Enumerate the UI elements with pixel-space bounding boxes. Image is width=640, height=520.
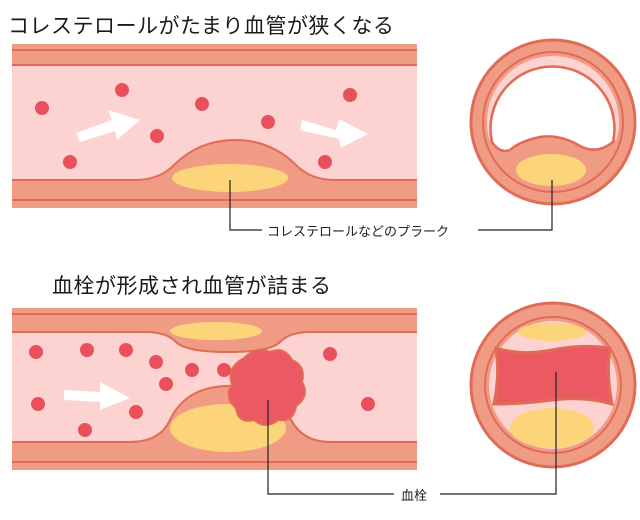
blood-cell [343, 88, 357, 102]
flow-arrow-icon [64, 382, 130, 410]
blood-cell [63, 155, 77, 169]
top-cross-plaque [516, 154, 586, 186]
bottom-cross-section [469, 301, 637, 469]
flow-arrow-icon [300, 119, 368, 148]
blood-cell [361, 397, 375, 411]
top-plaque [172, 164, 288, 192]
blood-cell [195, 97, 209, 111]
top-vessel-upper-wall [12, 44, 417, 66]
blood-cell [31, 397, 45, 411]
flow-arrow-icon [76, 110, 140, 142]
title-narrowing: コレステロールがたまり血管が狭くなる [8, 14, 395, 38]
top-cross-section [469, 38, 637, 206]
blood-cell [115, 83, 129, 97]
blood-cell [35, 101, 49, 115]
blood-cell [159, 377, 173, 391]
blood-cell [119, 343, 133, 357]
blood-cell [217, 363, 231, 377]
blood-cell [150, 129, 164, 143]
blood-cell [80, 343, 94, 357]
top-cross-lumen [489, 65, 616, 153]
blood-clot [227, 349, 306, 426]
blood-cell [149, 355, 163, 369]
bottom-cross-upper-plaque [518, 323, 586, 341]
blood-cell [185, 363, 199, 377]
bottom-cross-lower-plaque [510, 408, 594, 448]
plaque-label: コレステロールなどのプラーク [263, 221, 454, 240]
blood-cell [78, 423, 92, 437]
plaque-leader-lines [229, 180, 553, 231]
bottom-cross-clot [492, 344, 614, 407]
blood-cell [323, 347, 337, 361]
clot-leader-lines [267, 372, 557, 495]
clot-label: 血栓 [397, 485, 432, 504]
top-vessel [12, 44, 417, 208]
bottom-upper-plaque [170, 322, 262, 340]
blood-cell [318, 155, 332, 169]
blood-cell [261, 115, 275, 129]
blood-cell [29, 345, 43, 359]
bottom-vessel [12, 308, 417, 470]
title-clot-formation: 血栓が形成され血管が詰まる [52, 274, 332, 298]
blood-cell [129, 405, 143, 419]
